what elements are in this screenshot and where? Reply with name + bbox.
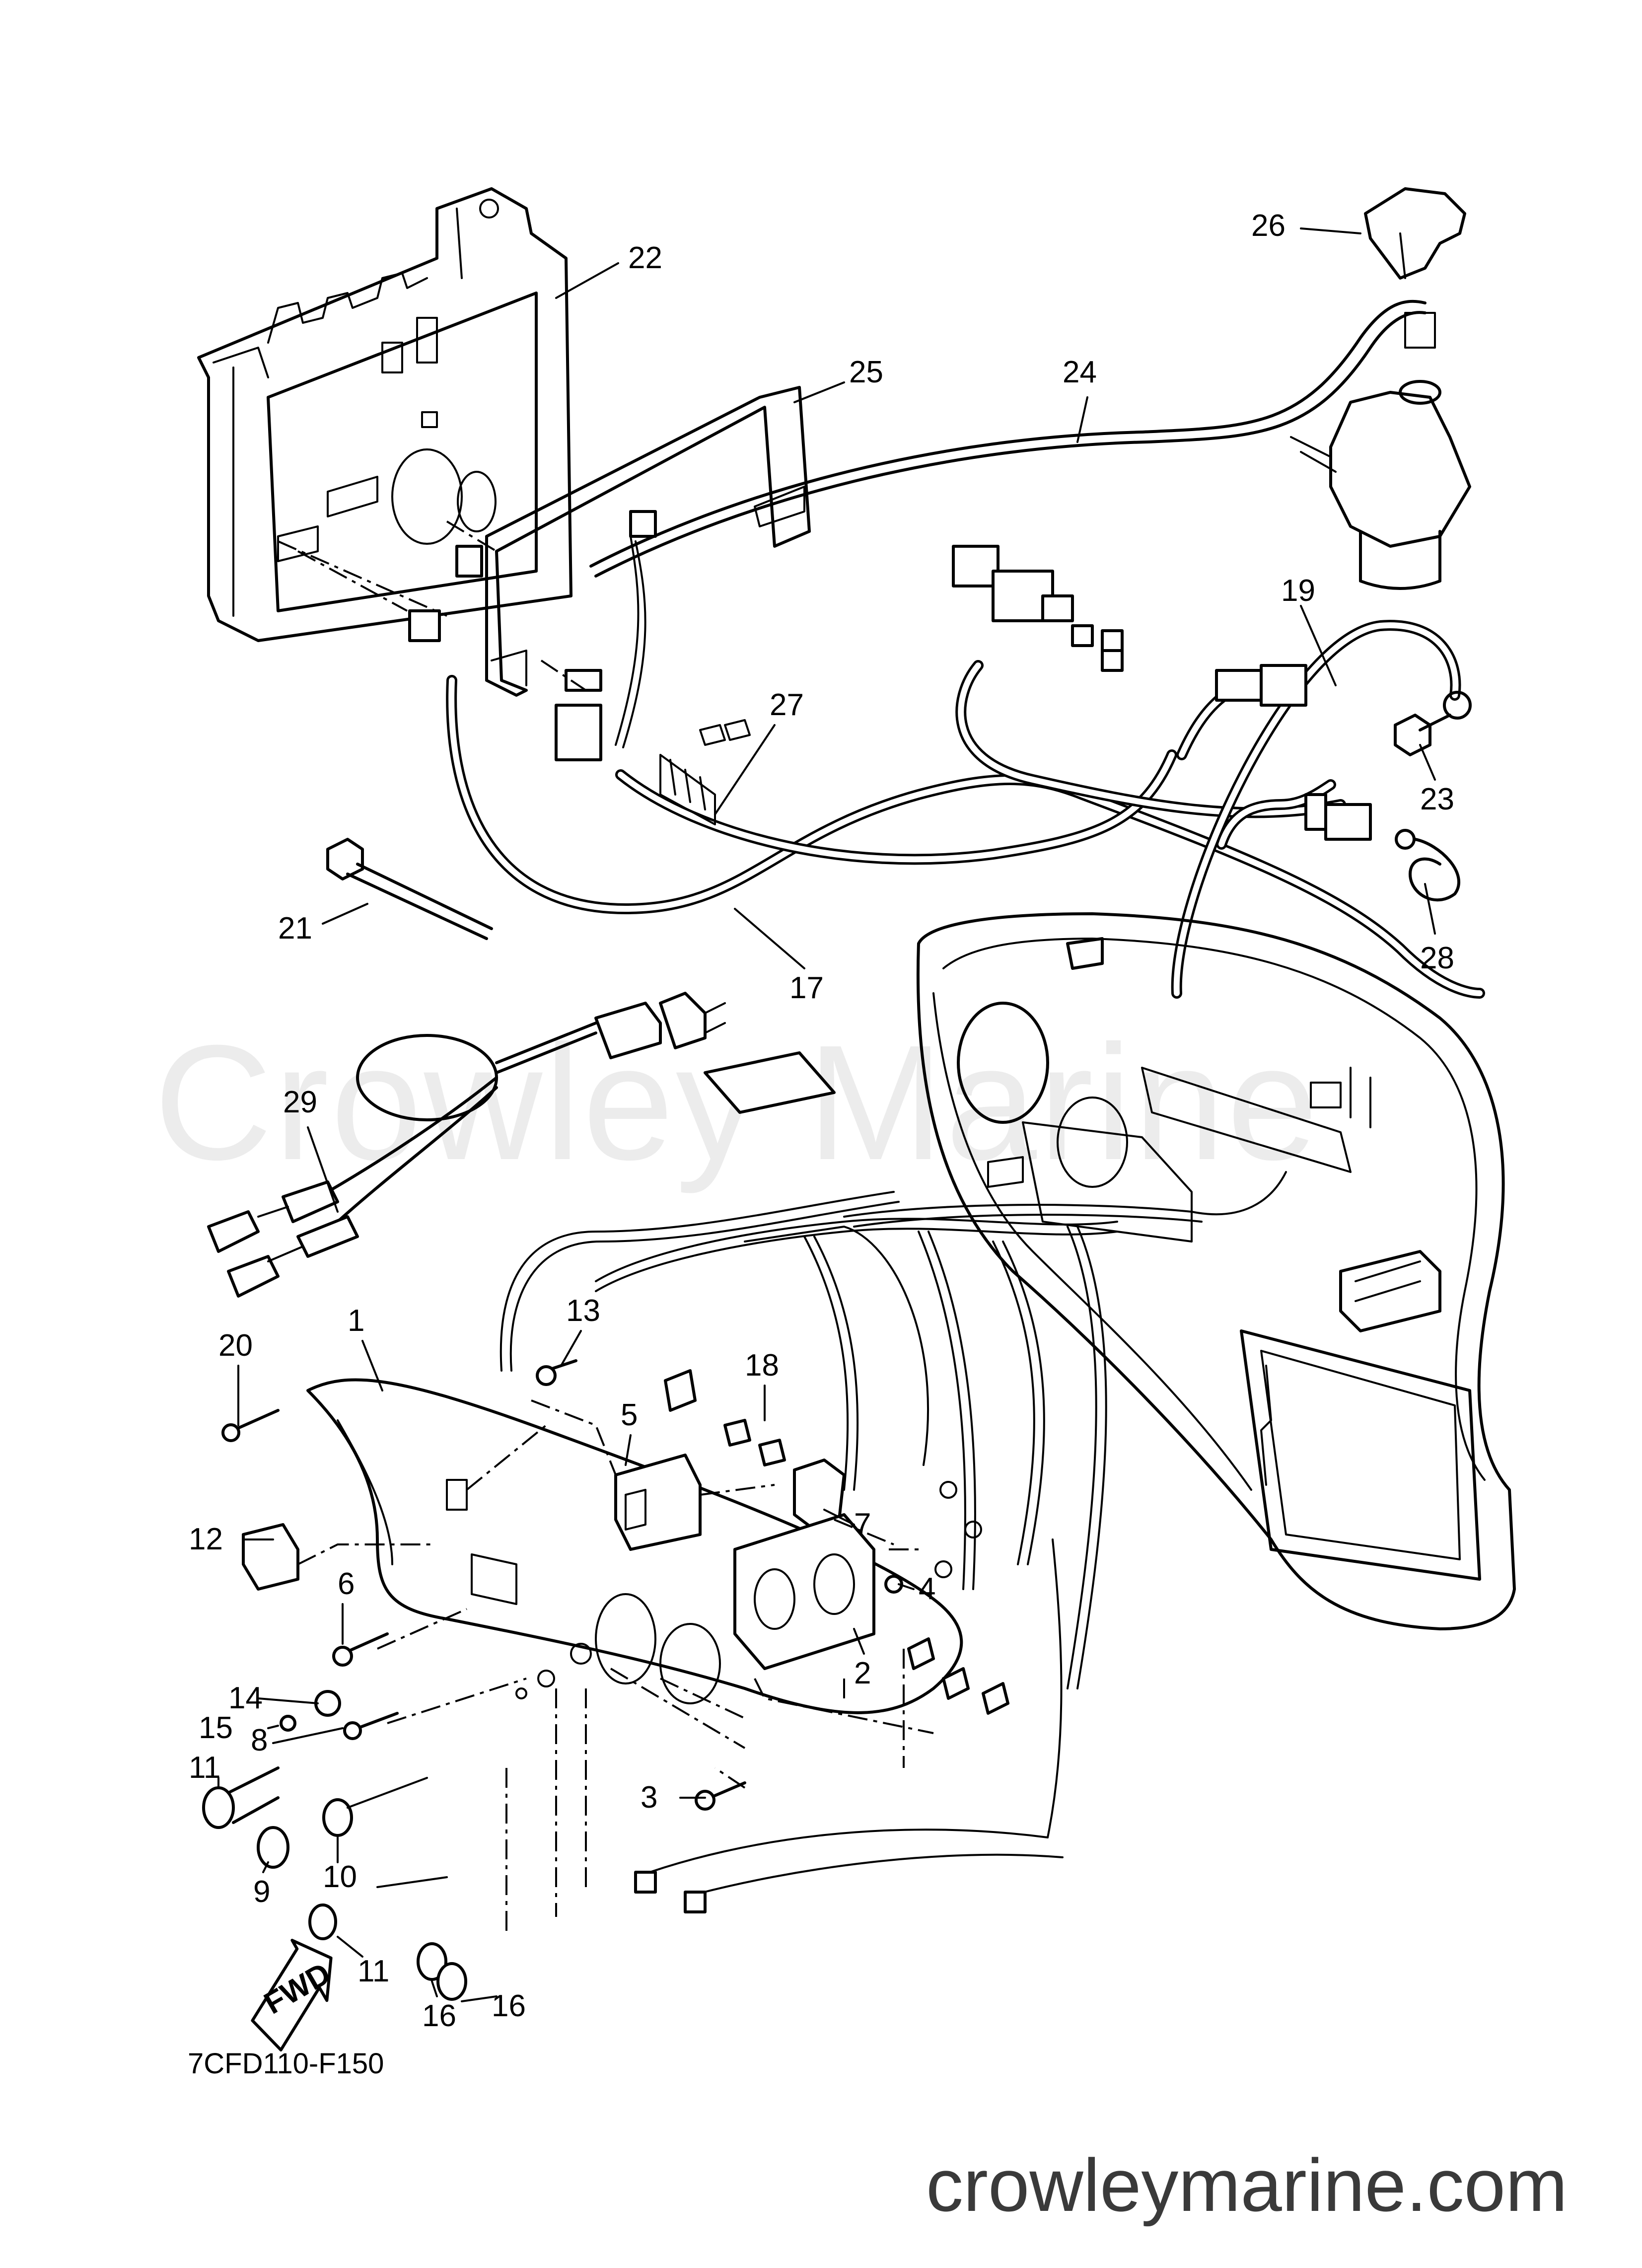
callout-1: 1 [348, 1304, 364, 1338]
callout-8: 8 [251, 1723, 268, 1757]
callout-16b: 16 [492, 1989, 526, 2023]
callout-3: 3 [641, 1780, 657, 1815]
fwd-arrow-icon: FWD [251, 1939, 337, 2051]
callout-19: 19 [1281, 574, 1315, 608]
callout-16a: 16 [422, 1999, 456, 2033]
site-url[interactable]: crowleymarine.com [926, 2143, 1568, 2227]
mounting-bracket [485, 386, 811, 697]
callout-17: 17 [789, 971, 824, 1005]
leader-lines [217, 227, 1436, 2002]
callout-4: 4 [919, 1572, 935, 1606]
clip-28 [1395, 829, 1460, 902]
generator-frame [916, 912, 1516, 1630]
callout-11b: 11 [357, 1954, 389, 1988]
callout-29: 29 [283, 1085, 317, 1119]
callout-18: 18 [745, 1348, 779, 1383]
callout-21: 21 [278, 911, 312, 946]
callout-12: 12 [189, 1522, 223, 1556]
fwd-label: FWD [259, 1956, 337, 2021]
callout-23: 23 [1420, 782, 1454, 816]
harness-connectors [408, 510, 1372, 841]
cable-tie [326, 838, 493, 940]
callout-6: 6 [338, 1567, 355, 1601]
power-cord [207, 992, 726, 1298]
callout-labels: 26 22 25 24 19 23 27 28 21 17 29 1 20 13… [189, 209, 1454, 2033]
drawing-code: 7CFD110-F150 [188, 2048, 384, 2080]
inverter-unit [197, 187, 572, 642]
callout-11a: 11 [189, 1751, 220, 1785]
callout-7: 7 [854, 1507, 871, 1541]
callout-5: 5 [621, 1398, 638, 1432]
assembly-guide-lines [278, 520, 934, 1937]
callout-15: 15 [199, 1711, 233, 1745]
panel-wiring [500, 1171, 1287, 1913]
callout-13: 13 [566, 1294, 600, 1328]
callout-9: 9 [253, 1875, 270, 1909]
callout-27: 27 [770, 688, 804, 722]
callout-28: 28 [1420, 941, 1454, 975]
callout-2: 2 [854, 1656, 871, 1690]
callout-20: 20 [218, 1328, 253, 1363]
callout-14: 14 [228, 1681, 263, 1715]
callout-25: 25 [849, 355, 883, 389]
callout-22: 22 [628, 241, 662, 275]
callout-24: 24 [1063, 355, 1097, 389]
callout-26: 26 [1251, 209, 1285, 243]
callout-10: 10 [323, 1860, 357, 1894]
fuse-holders [202, 1766, 467, 2001]
bolt-23 [1394, 714, 1451, 756]
